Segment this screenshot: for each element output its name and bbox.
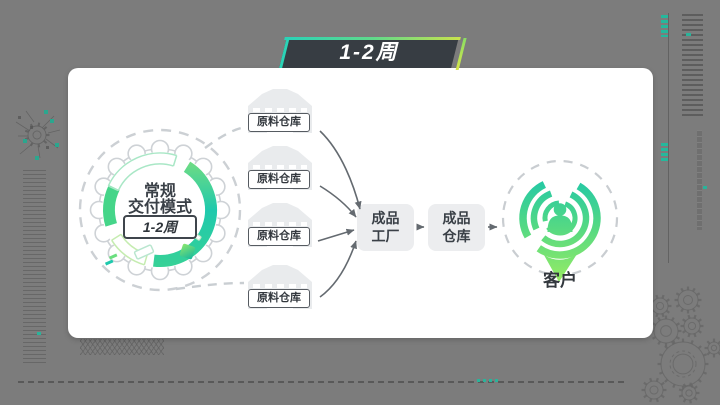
raw-warehouse-node: 原料仓库 (247, 88, 313, 138)
raw-warehouse-node: 原料仓库 (247, 202, 313, 252)
decor-vertical-ruler (697, 130, 702, 230)
customer-label: 客户 (543, 271, 577, 290)
gears-cluster-icon (641, 286, 720, 404)
warehouse-label: 原料仓库 (248, 113, 310, 132)
warehouse-label: 原料仓库 (248, 170, 310, 189)
decor-teal-speck (37, 332, 41, 335)
banner-label: 1-2周 (339, 41, 399, 64)
decor-dash-column-left (23, 170, 46, 366)
decor-teal-speck (703, 186, 707, 189)
raw-warehouse-node: 原料仓库 (247, 264, 313, 314)
raw-warehouse-node: 原料仓库 (247, 145, 313, 195)
duration-banner: 1-2周 (279, 37, 467, 70)
decor-vertical-line (668, 13, 669, 263)
gear-node-title-line2: 交付模式 (127, 199, 192, 216)
factory-node: 成品 工厂 (357, 204, 414, 251)
decor-teal-speck (686, 33, 691, 36)
warehouse-label: 原料仓库 (248, 227, 310, 246)
warehouse-label: 原料仓库 (248, 289, 310, 308)
decor-teal-stack-mid (661, 143, 668, 161)
decor-teal-speck (477, 379, 499, 382)
decor-teal-stack-top (661, 15, 668, 37)
decor-hatch-pattern (80, 339, 164, 355)
gear-node-duration-badge: 1-2周 (123, 215, 197, 239)
banner-right-slash (455, 38, 467, 70)
circuit-doodle-icon (15, 110, 61, 160)
finished-warehouse-node: 成品 仓库 (428, 204, 485, 251)
decor-bottom-dashed-line (18, 381, 624, 383)
decor-dash-column-right (682, 14, 703, 118)
